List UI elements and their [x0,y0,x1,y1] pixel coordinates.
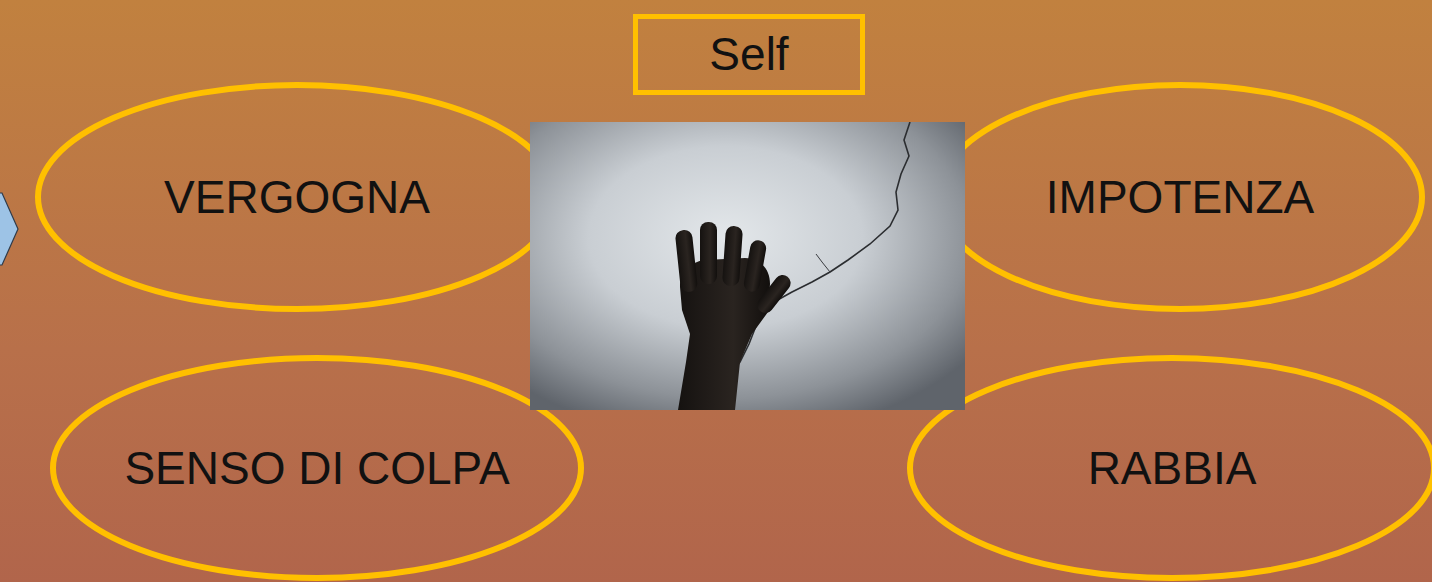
emotion-ellipse: RABBIA [907,355,1432,581]
emotion-ellipse: VERGOGNA [35,82,559,312]
ellipse-border [53,358,581,578]
hand-finger [743,239,768,293]
hand-photo [530,122,965,410]
ellipse-border [938,85,1422,309]
hand-thumb [754,272,794,317]
ellipse-border [910,358,1432,578]
node-label: Self [709,29,788,80]
hand-finger [722,226,743,287]
hand-finger [675,229,698,292]
emotion-ellipse: SENSO DI COLPA [50,355,584,581]
arrow-shape-body [0,193,18,265]
node-label: RABBIA [1088,443,1257,494]
ellipse-border [38,85,556,309]
node-label: VERGOGNA [164,172,430,223]
arrow-shape [0,185,30,275]
node-label: IMPOTENZA [1046,172,1314,223]
wall [530,122,965,410]
emotion-ellipse: IMPOTENZA [935,82,1425,312]
hand-figure [675,222,794,410]
self-box: Self [633,14,865,95]
hand-finger [700,222,717,284]
node-label: SENSO DI COLPA [124,443,509,494]
wall-crack-branch [816,254,830,272]
